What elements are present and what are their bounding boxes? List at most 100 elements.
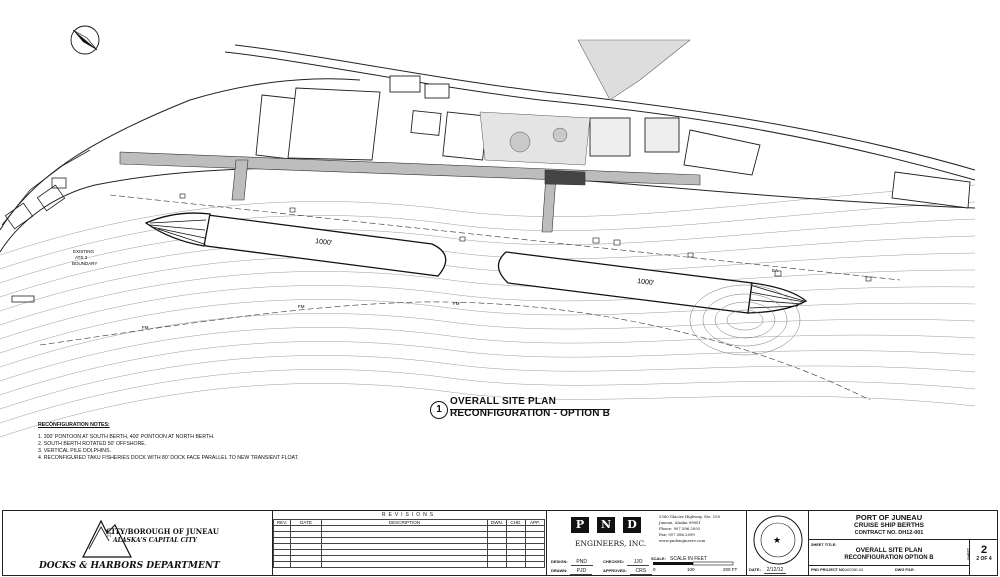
design-label: DESIGN: [551, 559, 568, 564]
contour-line [0, 383, 976, 438]
pnd-project-number: 102050.04 [845, 568, 863, 572]
design-field: DESIGN:PND [551, 559, 593, 566]
approved-value: CRS [629, 568, 652, 575]
contour-line [0, 269, 976, 326]
ea-label: EA [772, 268, 778, 273]
revisions-title: REVISIONS [381, 512, 437, 518]
scale-field: SCALE: SCALE IN FEET [651, 556, 707, 562]
sheet-number-box: SHEET 2 2 OF 4 [966, 540, 998, 575]
note-item: 1. 300' PONTOON AT SOUTH BERTH, 400' PON… [38, 434, 215, 440]
north-berth-length: 1000' [637, 278, 655, 287]
svg-text:☆: ☆ [105, 530, 113, 540]
shoal-mound [689, 284, 801, 356]
existing-boundary-label-1: EXISTING [73, 249, 95, 254]
sheet-label: SHEET [966, 548, 971, 560]
scale-tick-0: 0 [653, 567, 656, 572]
scale-text: SCALE IN FEET [670, 556, 707, 562]
city-logo-cell: ☆ CITY/BOROUGH OF JUNEAU ALASKA'S CAPITA… [3, 511, 273, 575]
drawn-value: PJD [570, 568, 593, 575]
sheet-number: 2 [980, 544, 988, 556]
project-name: CRUISE SHIP BERTHS [854, 522, 924, 529]
sheet-title-2: RECONFIGURATION OPTION B [844, 555, 934, 561]
scale-label: SCALE: [651, 556, 666, 561]
svg-text:★: ★ [773, 536, 781, 546]
note-item: 3. VERTICAL PILE DOLPHINS. [38, 448, 111, 454]
drawn-label: DRAWN: [551, 568, 568, 573]
south-berth-float [144, 212, 447, 277]
owner-name: PORT OF JUNEAU [855, 513, 923, 522]
firm-cell: P N D ENGINEERS, INC. 5360 Glacier Highw… [547, 511, 747, 575]
existing-boundary-label-2: ATS 3 [75, 255, 88, 260]
contour-line [0, 218, 976, 284]
hillside-hatch [577, 39, 691, 101]
address-line: Juneau, Alaska 99801 [659, 520, 701, 525]
approved-field: APPROVED:CRS [603, 568, 652, 575]
revisions-cell: REVISIONS REV. DATE DESCRIPTION DWN. CHD… [273, 511, 547, 575]
mountain-logo-icon: ☆ [82, 519, 132, 558]
drawn-field: DRAWN:PJD [551, 568, 593, 575]
checked-field: CHECKED:JJO [603, 559, 650, 566]
engineer-seal-icon: ★ [753, 515, 803, 565]
contour-line [0, 184, 976, 256]
view-number: 1 [430, 401, 448, 419]
department-name: DOCKS & HARBORS DEPARTMENT [39, 561, 220, 571]
address-line: www.pndengineers.com [659, 538, 706, 543]
sheet-of: 2 OF 4 [976, 556, 992, 562]
site-plan-drawing: 1000' 1000' EXISTING ATS 3 BOUNDARY FM F… [0, 25, 976, 438]
address-line: Fax: 907.586.2099 [659, 532, 695, 537]
fm-label-3: FM [453, 301, 460, 306]
pnd-project-label: PND PROJECT NO.: [811, 568, 848, 572]
contract-number: CONTRACT NO. DH12-001 [854, 530, 924, 536]
view-title-line1: OVERALL SITE PLAN [450, 396, 557, 407]
date-field: DATE:2/12/12 [749, 567, 786, 574]
dwg-file-label: DWG FILE: [895, 568, 915, 572]
address-line: 5360 Glacier Highway, Ste. 100 [659, 514, 720, 519]
scale-bar: 0 100 200 FT [653, 561, 738, 572]
title-block: ☆ CITY/BOROUGH OF JUNEAU ALASKA'S CAPITA… [2, 510, 998, 576]
firm-logo-n: N [597, 517, 615, 533]
revisions-table: REV. DATE DESCRIPTION DWN. CHD. APP. [273, 519, 545, 568]
note-item: 2. SOUTH BERTH ROTATED 50' OFFSHORE. [38, 441, 147, 447]
existing-boundary-label-3: BOUNDARY [72, 261, 97, 266]
notes-heading: RECONFIGURATION NOTES: [38, 422, 110, 428]
north-berth-float [497, 251, 808, 314]
approved-label: APPROVED: [603, 568, 627, 573]
checked-value: JJO [627, 559, 650, 566]
fm-label-1: FM [142, 325, 149, 330]
project-cell: PORT OF JUNEAU CRUISE SHIP BERTHS CONTRA… [809, 511, 997, 575]
city-name: CITY/BOROUGH OF JUNEAU [106, 527, 219, 536]
contour-line [0, 235, 976, 298]
sheet-title-1: OVERALL SITE PLAN [855, 547, 923, 554]
contour-line [0, 252, 976, 312]
sheet-title-label: SHEET TITLE: [811, 543, 837, 547]
firm-logo-p: P [571, 517, 589, 533]
contour-line [0, 341, 976, 396]
uplands-buildings [255, 75, 971, 209]
view-title-line2: RECONFIGURATION - OPTION B [450, 408, 611, 419]
city-tagline: ALASKA'S CAPITAL CITY [113, 537, 197, 544]
seawalk-dock [119, 151, 701, 233]
firm-name: ENGINEERS, INC. [575, 539, 647, 548]
south-berth-length: 1000' [315, 238, 333, 247]
design-value: PND [570, 559, 593, 566]
engineer-seal-cell: ★ DATE:2/12/12 [747, 511, 809, 575]
note-item: 4. RECONFIGURED TAKU FISHERIES DOCK WITH… [38, 455, 299, 461]
park-area [479, 111, 591, 166]
date-value: 2/12/12 [763, 567, 786, 574]
reconfiguration-notes: RECONFIGURATION NOTES: 1. 300' PONTOON A… [38, 422, 299, 462]
dolphins [179, 193, 872, 282]
scale-tick-2: 200 FT [723, 567, 738, 572]
divider [809, 539, 997, 540]
firm-logo-d: D [623, 517, 641, 533]
divider [809, 565, 969, 566]
contour-line [0, 313, 976, 368]
bathymetry-contours [0, 184, 976, 438]
contour-line [0, 355, 976, 410]
contour-line [0, 369, 976, 424]
scale-tick-1: 100 [687, 567, 695, 572]
contour-line [0, 201, 976, 270]
north-arrow-icon [70, 25, 100, 55]
mooring-lines [39, 194, 901, 401]
address-line: Phone: 907.586.2093 [659, 526, 701, 531]
checked-label: CHECKED: [603, 559, 625, 564]
